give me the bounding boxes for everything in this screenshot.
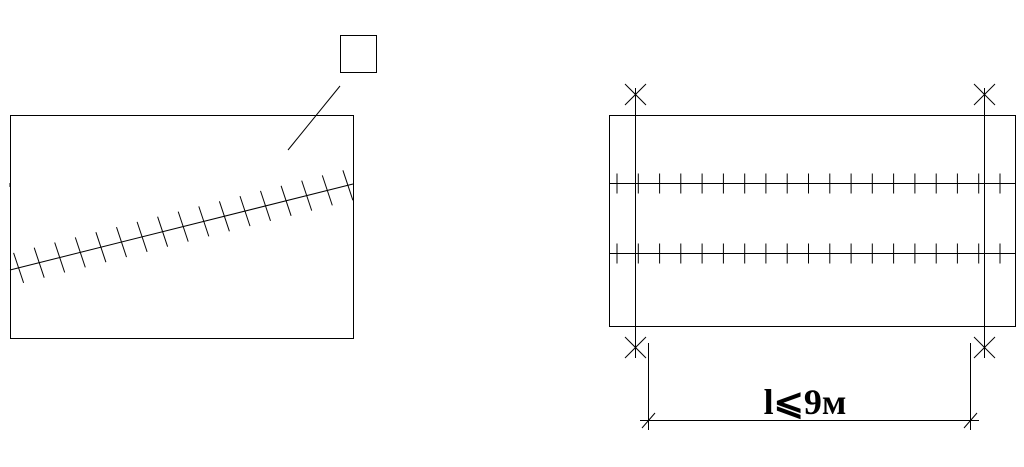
sloped-rail-ticks [13, 170, 354, 284]
rail-tick [95, 232, 107, 263]
rail-tick [33, 247, 45, 278]
rail-tick [301, 180, 313, 211]
dimension-tick-right [963, 412, 978, 429]
rail-tick [13, 252, 25, 284]
right-panel-frame [609, 115, 1016, 327]
rail-tick [260, 190, 271, 222]
rail-tick [54, 242, 66, 273]
rail-ticks [616, 173, 1001, 264]
leader-line [287, 85, 341, 151]
cross-marker-bottom-right [973, 336, 996, 359]
rail-tick [239, 195, 251, 227]
rail-tick [177, 211, 189, 242]
left-panel [9, 35, 377, 339]
left-panel-frame [10, 115, 354, 339]
cross-marker-top-right [973, 83, 996, 106]
dimension-tick-left [641, 412, 656, 429]
rail-tick [218, 201, 230, 232]
rail-tick [74, 237, 86, 268]
rail-tick [280, 185, 292, 216]
label-box [340, 35, 377, 73]
rail-tick [157, 216, 169, 247]
sloped-rail-line [9, 183, 354, 271]
dimension-label: l⩽9м [763, 382, 847, 422]
rail-tick [116, 226, 127, 258]
rail-tick [342, 170, 354, 201]
rail-tick [321, 175, 333, 206]
rail-tick [136, 221, 148, 253]
rail-tick [198, 206, 210, 237]
cross-marker-bottom-left [624, 336, 647, 359]
cross-marker-top-left [624, 83, 647, 106]
right-panel [609, 83, 1016, 430]
